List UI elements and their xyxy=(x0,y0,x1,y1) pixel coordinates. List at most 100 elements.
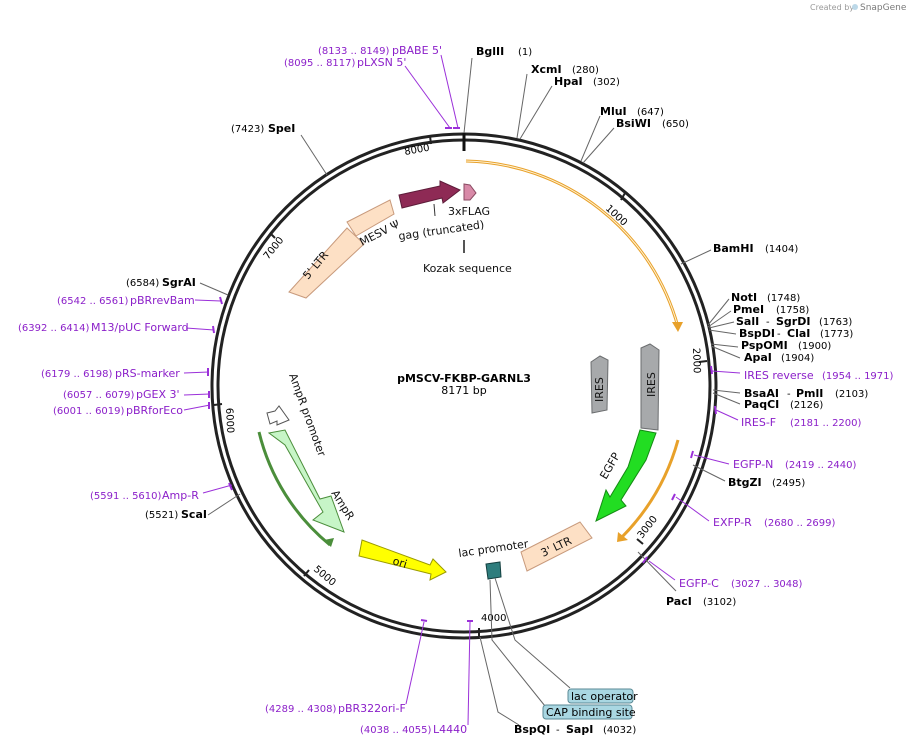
primer-range: (4289 .. 4308) xyxy=(265,704,337,715)
enzyme-leader xyxy=(708,321,735,329)
enzyme-name-alt: PmlI xyxy=(796,387,823,400)
enzyme-leader xyxy=(637,551,677,592)
primer-leader xyxy=(440,54,459,129)
orf-arrow-2 xyxy=(617,532,628,542)
enzyme-pos: (647) xyxy=(637,107,664,118)
gag-label: gag (truncated) xyxy=(398,218,485,243)
svg-text:-: - xyxy=(556,725,560,736)
primer-range: (8133 .. 8149) xyxy=(318,46,390,57)
enzyme-leader xyxy=(463,57,473,134)
ruler-tick-1000 xyxy=(620,192,626,201)
enzyme-name: PaqCI xyxy=(744,398,779,411)
enzyme-leader xyxy=(708,329,737,335)
primer-mark xyxy=(420,619,428,622)
orf-arc-1-highlight xyxy=(465,160,679,328)
enzyme-pos: (302) xyxy=(593,77,620,88)
enzyme-pos: (6584) xyxy=(126,278,159,289)
primer-name: IRES reverse xyxy=(744,369,814,382)
snapgene-logo-icon xyxy=(852,4,858,10)
enzyme-leader xyxy=(580,115,601,162)
enzyme-pos: (3102) xyxy=(703,597,736,608)
lac-operator-tag xyxy=(567,688,634,704)
enzyme-leader xyxy=(199,282,229,296)
ires-inner-feature xyxy=(590,355,609,414)
ori-feature xyxy=(358,539,447,581)
enzyme-leader xyxy=(479,636,520,726)
ampr-orf-arc xyxy=(257,431,331,547)
enzyme-name: BamHI xyxy=(713,242,754,255)
primer-name: EXFP-R xyxy=(713,516,752,529)
kozak-label: Kozak sequence xyxy=(423,262,512,275)
enzyme-name: NotI xyxy=(731,291,757,304)
orf-arrow-1 xyxy=(672,322,683,332)
primer-leader xyxy=(648,560,676,581)
primer-range: (8095 .. 8117) xyxy=(284,58,356,69)
primer-mark xyxy=(228,482,233,491)
primer-range: (1954 .. 1971) xyxy=(822,371,894,382)
ampr-promoter-feature xyxy=(266,405,290,426)
primer-leader xyxy=(183,393,211,396)
primer-name: pLXSN 5' xyxy=(357,56,406,69)
primer-leader xyxy=(202,484,233,494)
primer-name: pBRrevBam xyxy=(130,294,195,307)
primer-name: Amp-R xyxy=(162,489,199,502)
primer-mark xyxy=(671,493,676,501)
enzyme-leader xyxy=(519,85,553,140)
ruler-label-6000: 6000 xyxy=(223,408,235,434)
primer-range: (6392 .. 6414) xyxy=(18,323,90,334)
orf-arc-2 xyxy=(620,439,680,539)
enzyme-name: PacI xyxy=(666,595,692,608)
primer-name: IRES-F xyxy=(741,416,776,429)
svg-text:-: - xyxy=(777,329,781,340)
primer-mark xyxy=(642,556,648,564)
primer-leader xyxy=(405,621,425,705)
ruler-label-2000: 2000 xyxy=(690,348,702,374)
snapgene-credit: Created by SnapGene xyxy=(810,3,907,13)
cap-site-label: CAP binding site xyxy=(546,706,636,719)
plasmid-name: pMSCV-FKBP-GARNL3 xyxy=(397,372,531,385)
enzyme-pos: (4032) xyxy=(603,725,636,736)
primer-name: EGFP-N xyxy=(733,458,773,471)
primer-leader xyxy=(711,370,741,374)
ires-outer-feature xyxy=(640,343,660,431)
enzyme-leader xyxy=(710,343,739,348)
enzyme-pos: (1758) xyxy=(776,305,809,316)
enzyme-leader xyxy=(712,392,741,405)
primer-name: pRS-marker xyxy=(115,367,180,380)
enzyme-name: SalI xyxy=(736,315,759,328)
ampr-feature xyxy=(267,429,345,533)
enzyme-name: SpeI xyxy=(268,122,295,135)
enzyme-name: BtgZI xyxy=(728,476,762,489)
enzyme-name: HpaI xyxy=(554,75,583,88)
enzyme-pos: (280) xyxy=(572,65,599,76)
primer-name: pGEX 3' xyxy=(136,388,180,401)
enzyme-name: PspOMI xyxy=(741,339,788,352)
enzyme-name: ApaI xyxy=(744,351,772,364)
primer-leader xyxy=(693,454,730,465)
primer-name: pBR322ori-F xyxy=(338,702,406,715)
enzyme-pos: (2103) xyxy=(835,389,868,400)
plasmid-size: 8171 bp xyxy=(441,384,486,397)
site-tags: lac operator CAP binding site xyxy=(489,577,638,720)
enzyme-leader xyxy=(300,134,328,176)
enzyme-name: BsiWI xyxy=(616,117,651,130)
primer-name: pBRforEco xyxy=(126,404,183,417)
enzyme-pos: (1773) xyxy=(820,329,853,340)
primer-sites: (8133 .. 8149) pBABE 5' (8095 .. 8117) p… xyxy=(18,44,894,736)
cap-site-tag xyxy=(542,704,633,720)
enzyme-leader xyxy=(707,310,732,328)
primer-leader xyxy=(715,409,739,421)
primer-range: (2680 .. 2699) xyxy=(764,518,836,529)
ruler-label-8000: 8000 xyxy=(404,143,431,158)
ruler-tick-8000 xyxy=(429,135,432,145)
svg-text:-: - xyxy=(787,389,791,400)
enzyme-leader xyxy=(707,298,730,326)
ruler-tick-7000 xyxy=(269,232,276,239)
primer-range: (2419 .. 2440) xyxy=(785,460,857,471)
ampr-orf-arrow xyxy=(324,538,334,547)
primer-leader xyxy=(183,404,211,411)
ori-label: ori xyxy=(391,554,408,571)
enzyme-pos: (650) xyxy=(662,119,689,130)
ires-inner-label: IRES xyxy=(593,377,606,402)
